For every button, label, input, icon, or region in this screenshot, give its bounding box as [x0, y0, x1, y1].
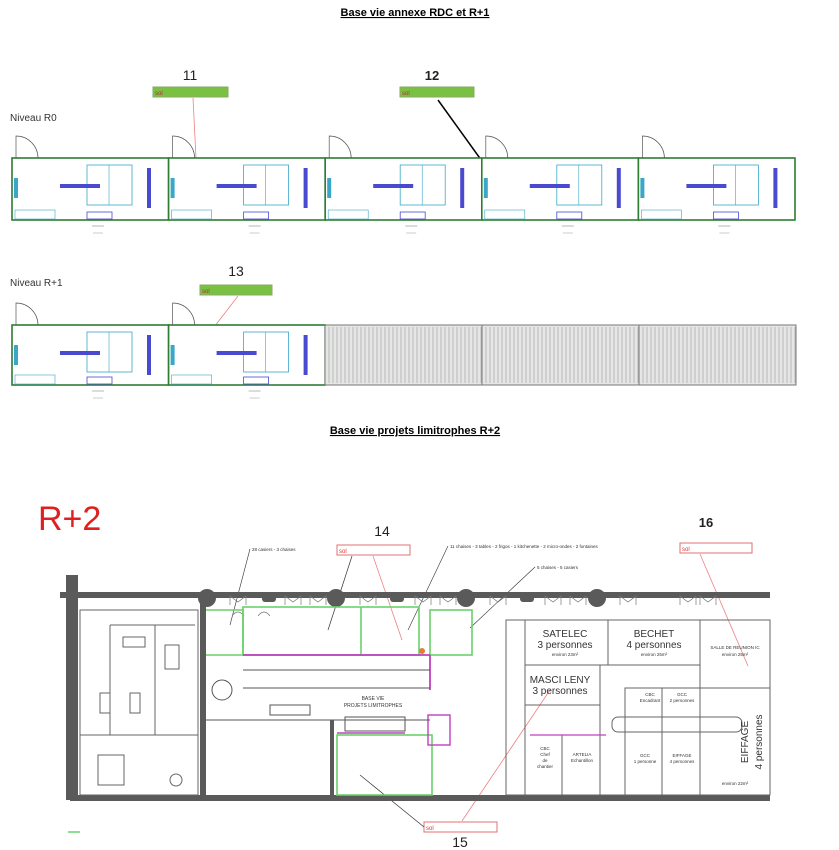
- marker-13-label: sol: [202, 289, 210, 295]
- room-artelia: ARTELIA: [573, 752, 592, 757]
- window-icon: [359, 595, 377, 605]
- annotation-chairs: 5 chaises - 5 casiers: [537, 565, 579, 570]
- room-gcc-2-people: 2 personnes: [670, 698, 696, 703]
- room-base-vie-sub: PROJETS LIMITROPHES: [344, 703, 403, 709]
- marker-14-number: 14: [374, 523, 390, 539]
- door-icon: [485, 135, 509, 159]
- marker-11-tag: [152, 86, 229, 98]
- r2-floor-plan: BASE VIE PROJETS LIMITROPHES SATELEC 3 p…: [60, 575, 771, 833]
- marker-16-number: 16: [699, 515, 713, 530]
- door-icon: [172, 302, 195, 326]
- window-icon: [544, 595, 562, 605]
- marker-12-tag: [399, 86, 475, 98]
- room-masci-leny: MASCI LENY: [530, 675, 591, 686]
- container-module: [167, 302, 327, 399]
- container-module-empty: [638, 324, 797, 386]
- level-r1-modules: [11, 302, 797, 399]
- window-icon: [699, 595, 717, 605]
- marker-13-tag: [199, 284, 273, 296]
- marker-11-number: 11: [183, 67, 198, 83]
- window-icon: [309, 595, 327, 605]
- room-gcc-1-people: 1 personne: [634, 759, 657, 764]
- room-bechet: BECHET: [634, 629, 675, 640]
- door-icon: [172, 135, 195, 159]
- room-cbc-chef-l4: chantier: [537, 764, 554, 769]
- door-icon: [15, 135, 39, 159]
- room-cbc-chef-l3: de: [542, 758, 548, 763]
- annotation-kitchen: 11 chaises - 3 tables - 2 frigos - 1 kit…: [450, 544, 598, 549]
- window-icon: [489, 595, 507, 605]
- container-module: [167, 135, 327, 234]
- marker-13-number: 13: [228, 263, 244, 279]
- container-module: [480, 135, 640, 234]
- container-module-empty: [324, 324, 483, 386]
- level-r2-heading: R+2: [38, 500, 101, 538]
- window-icon: [439, 595, 457, 605]
- room-salle-reunion-area: environ 25m²: [722, 652, 749, 657]
- container-module-empty: [481, 324, 640, 386]
- window-icon: [619, 595, 637, 605]
- marker-11-label: sol: [155, 91, 163, 97]
- title-limitrophes: Base vie projets limitrophes R+2: [330, 425, 500, 437]
- room-base-vie: BASE VIE: [362, 696, 385, 702]
- room-artelia-sub: Echantillon: [571, 758, 594, 763]
- room-masci-leny-people: 3 personnes: [532, 686, 587, 697]
- room-gcc-1: GCC: [640, 753, 651, 758]
- door-icon: [328, 135, 352, 159]
- marker-16-tag: [679, 542, 753, 554]
- room-gcc-2: GCC: [677, 692, 688, 697]
- room-satelec: SATELEC: [543, 629, 588, 640]
- container-module: [637, 135, 796, 234]
- marker-14-tag: [336, 544, 411, 556]
- room-eiffage-people: 4 personnes: [754, 714, 765, 769]
- marker-12-number: 12: [425, 68, 439, 83]
- level-r1-label: Niveau R+1: [10, 278, 63, 289]
- container-module: [11, 135, 170, 234]
- window-icon: [284, 595, 302, 605]
- room-satelec-people: 3 personnes: [537, 640, 592, 651]
- container-module: [11, 302, 170, 399]
- annotation-lockers: 28 casiers - 3 chaises: [252, 547, 296, 552]
- room-eiffage-area: environ 22m²: [722, 781, 749, 786]
- marker-14-label: sol: [339, 549, 347, 555]
- room-satelec-area: environ 23m²: [552, 652, 579, 657]
- room-bechet-area: environ 25m²: [641, 652, 668, 657]
- level-r0-label: Niveau R0: [10, 113, 57, 124]
- container-module: [324, 135, 483, 234]
- marker-16-leader: [699, 553, 749, 667]
- window-icon: [414, 595, 432, 605]
- title-annexe: Base vie annexe RDC et R+1: [341, 7, 490, 19]
- room-cbc-chef: CBC: [540, 746, 550, 751]
- marker-15-label: sol: [426, 826, 434, 832]
- room-salle-reunion: SALLE DE REUNION IC: [710, 645, 760, 650]
- marker-15-number: 15: [452, 834, 468, 850]
- level-r0-modules: [11, 135, 796, 234]
- window-icon: [679, 595, 697, 605]
- window-icon: [569, 595, 587, 605]
- marker-16-label: sol: [682, 547, 690, 553]
- door-icon: [642, 135, 665, 159]
- marker-15-tag: [423, 821, 498, 833]
- room-eiffage-small-people: 4 personnes: [670, 759, 696, 764]
- window-icon: [229, 595, 247, 605]
- room-bechet-people: 4 personnes: [626, 640, 681, 651]
- room-cbc-encadrant-sub: Encadrant: [640, 698, 661, 703]
- room-cbc-encadrant: CBC: [645, 692, 655, 697]
- room-eiffage: EIFFAGE: [740, 721, 751, 764]
- room-cbc-chef-l2: Chef: [540, 752, 550, 757]
- room-eiffage-small: EIFFAGE: [672, 753, 691, 758]
- door-icon: [15, 302, 39, 326]
- marker-12-label: sol: [402, 91, 410, 97]
